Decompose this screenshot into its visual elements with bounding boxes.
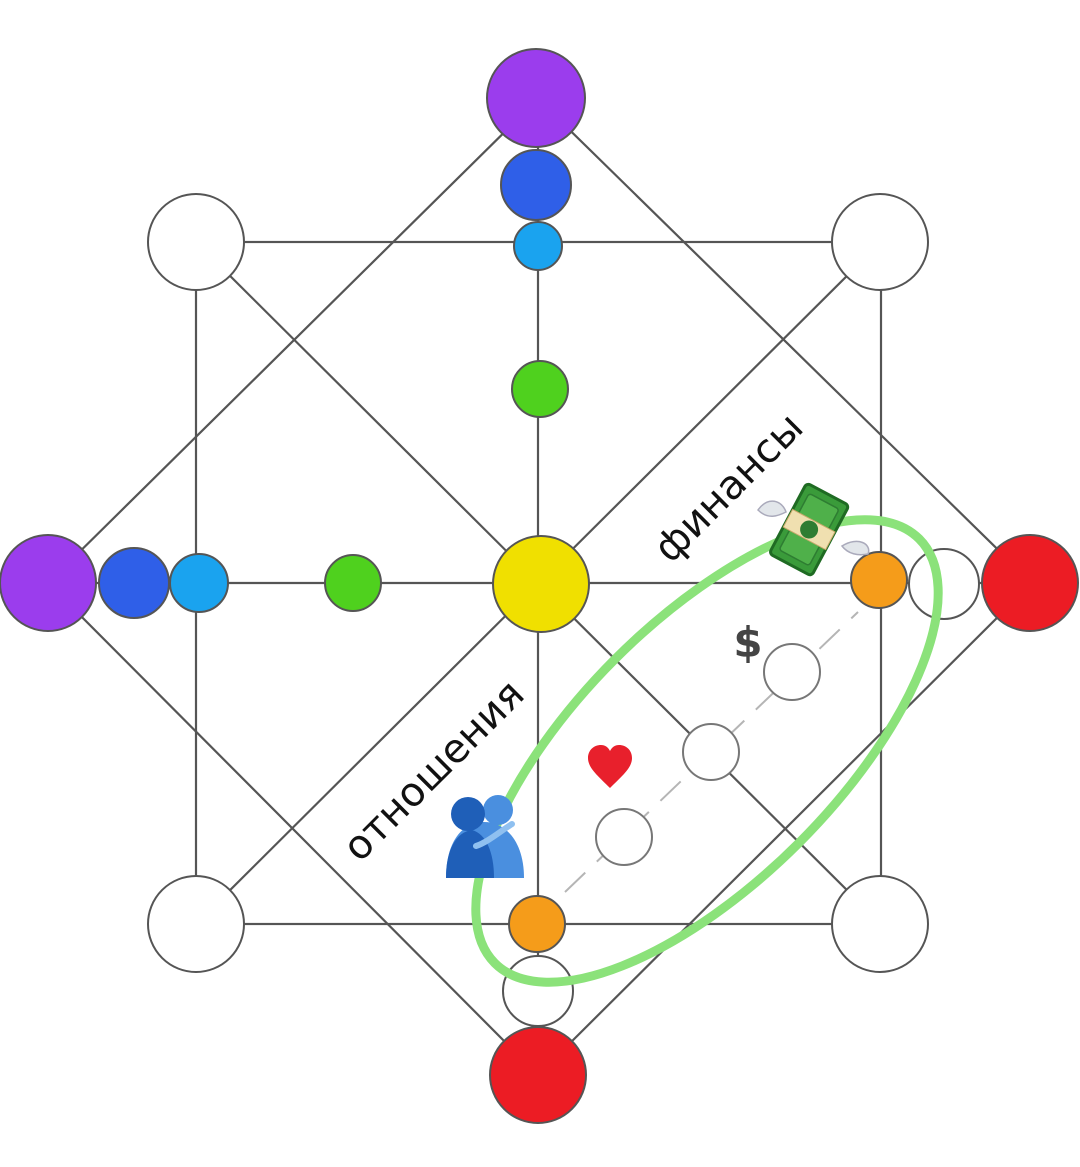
node-bottom-orange bbox=[508, 895, 566, 953]
node-center-yellow bbox=[492, 535, 590, 633]
corner-node-top-left bbox=[147, 193, 245, 291]
corner-node-bottom-right bbox=[831, 875, 929, 973]
node-right-red bbox=[981, 534, 1079, 632]
highlight-ellipse bbox=[471, 515, 943, 987]
matrix-nodes bbox=[0, 48, 1079, 1124]
flying-money-icon bbox=[757, 482, 870, 577]
node-left-green bbox=[324, 554, 382, 612]
money-line-nodes bbox=[595, 643, 821, 866]
hugging-people-icon bbox=[446, 795, 524, 878]
node-left-light-blue bbox=[169, 553, 229, 613]
node-top-violet bbox=[486, 48, 586, 148]
node-bottom-red bbox=[489, 1026, 587, 1124]
corner-node-bottom-left bbox=[147, 875, 245, 973]
node-top-blue bbox=[500, 149, 572, 221]
corner-node-top-right bbox=[831, 193, 929, 291]
money-line-node-2 bbox=[682, 723, 740, 781]
node-right-white bbox=[908, 548, 980, 620]
money-line-node-3 bbox=[595, 808, 653, 866]
dollar-sign-icon: $ bbox=[733, 618, 762, 667]
money-line-node-1 bbox=[763, 643, 821, 701]
heart-icon bbox=[588, 745, 632, 788]
node-top-green bbox=[511, 360, 569, 418]
node-left-violet bbox=[0, 534, 97, 632]
node-right-orange bbox=[850, 551, 908, 609]
node-top-light-blue bbox=[513, 221, 563, 271]
node-left-blue bbox=[98, 547, 170, 619]
node-bottom-white bbox=[502, 955, 574, 1027]
